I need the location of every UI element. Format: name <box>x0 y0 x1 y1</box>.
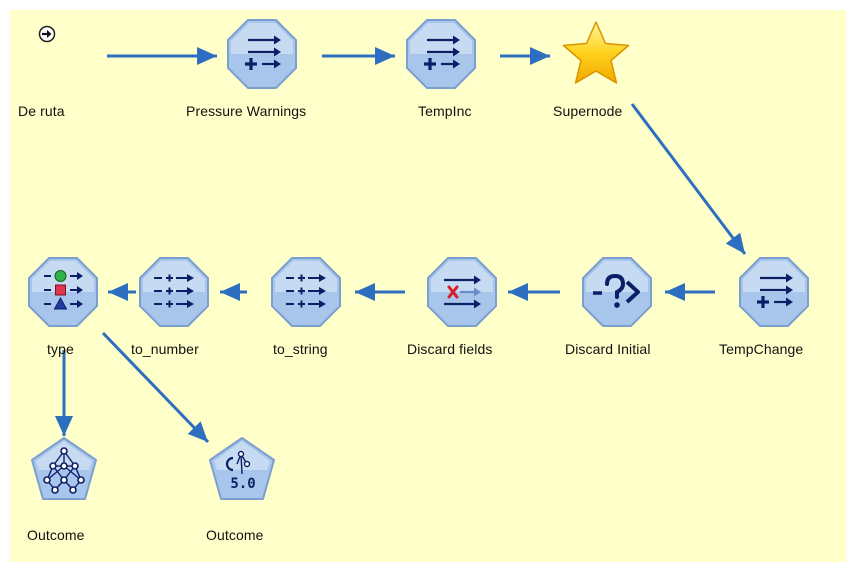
node-outcome-c50[interactable]: 5.0 <box>207 436 277 502</box>
derive-icon <box>739 257 809 327</box>
node-to-string[interactable] <box>270 256 342 328</box>
node-discard-initial[interactable] <box>581 256 653 328</box>
node-pressure-warnings[interactable] <box>226 18 298 90</box>
c50-badge: 5.0 <box>230 476 255 492</box>
derive-icon <box>227 19 297 89</box>
start-arrow-icon[interactable] <box>38 25 56 43</box>
select-question-icon <box>582 257 652 327</box>
link-type-outcome-c50 <box>101 331 210 444</box>
derive-icon <box>406 19 476 89</box>
node-to-number[interactable] <box>138 256 210 328</box>
node-type[interactable] <box>27 256 99 328</box>
node-outcome-neural-net[interactable] <box>29 436 99 502</box>
neural-net-icon <box>31 437 97 500</box>
stream-links <box>55 47 747 444</box>
reclassify-icon <box>271 257 341 327</box>
node-tempinc[interactable] <box>405 18 477 90</box>
node-tempchange[interactable] <box>738 256 810 328</box>
node-supernode[interactable] <box>560 18 632 90</box>
type-icon <box>28 257 98 327</box>
node-discard-fields[interactable] <box>426 256 498 328</box>
reclassify-icon <box>139 257 209 327</box>
filter-icon <box>427 257 497 327</box>
star-icon <box>562 21 630 84</box>
c50-icon: 5.0 <box>209 437 275 500</box>
stream-canvas[interactable]: De ruta Pressure Warnings <box>10 10 846 562</box>
link-supernode-tempchange <box>630 103 747 255</box>
